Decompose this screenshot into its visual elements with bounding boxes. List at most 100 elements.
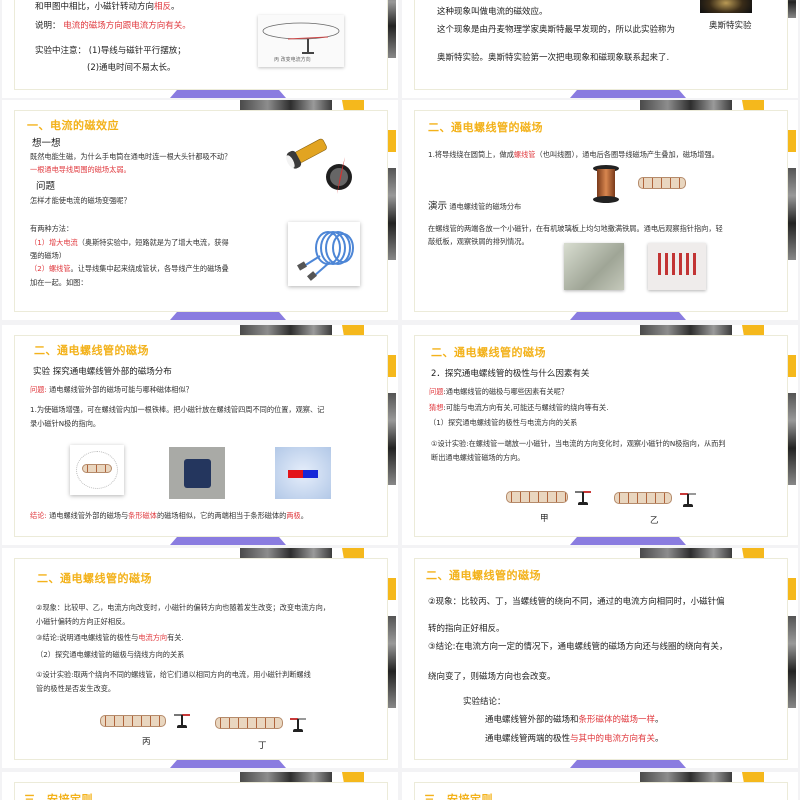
decor-photo-strip — [240, 100, 332, 110]
design-line: 管的极性是否发生改变。 — [36, 684, 116, 693]
method-2-cont: 加在一起。如图： — [30, 278, 88, 287]
oersted-diagram-image: 丙 改变电流方向 — [258, 15, 344, 67]
slide-thumbnail[interactable]: 二、通电螺线管的磁场 1.将导线绕在圆筒上，做成螺线管（也叫线圈），通电后各圈导… — [402, 100, 798, 320]
spool-coil-image — [593, 165, 619, 203]
section-heading: 2．探究通电螺线管的极性与什么因素有关 — [431, 369, 590, 379]
decor-photo-strip — [240, 325, 332, 335]
slide-tab — [170, 312, 286, 320]
slide-thumbnail[interactable]: 三、安培定则 — [2, 772, 398, 800]
slide-frame — [14, 335, 388, 537]
text-line: 在螺线管的两端各放一个小磁针，在有机玻璃板上均匀地撒满铁屑。通电后观察指针指向，… — [428, 224, 723, 233]
decor-yellow-bar — [388, 578, 396, 600]
sub-heading: （1）探究通电螺线管的极性与电流方向的关系 — [429, 418, 578, 427]
decor-photo-strip — [388, 393, 396, 485]
image-caption: 丙 改变电流方向 — [274, 57, 311, 63]
slide-thumbnail[interactable]: 二、通电螺线管的磁场 ②现象：比较甲、乙，电流方向改变时，小磁针的偏转方向也随着… — [2, 548, 398, 768]
slide-tab — [170, 537, 286, 545]
methods-intro: 有两种方法： — [30, 224, 74, 233]
demo-line: 演示 通电螺线管的磁场分布 — [428, 201, 522, 212]
decor-photo-strip — [788, 0, 796, 18]
decor-yellow-tab — [742, 100, 764, 110]
decor-yellow-tab — [742, 548, 764, 558]
decor-photo-strip — [240, 548, 332, 558]
problem-heading: 问题 — [36, 181, 56, 192]
think-heading: 想一想 — [32, 138, 61, 149]
figure-label-b: 乙 — [650, 516, 659, 526]
slide-tab — [570, 537, 686, 545]
text-line: ③结论:在电流方向一定的情况下，通电螺线管的磁场方向还与线圈的绕向有关， — [428, 642, 728, 652]
decor-photo-strip — [640, 100, 732, 110]
think-answer: 一根通电导线周围的磁场太弱。 — [30, 165, 131, 174]
decor-yellow-bar — [788, 355, 796, 377]
solenoid-d — [215, 717, 283, 729]
slide-title: 二、通电螺线管的磁场 — [37, 572, 152, 585]
slide-thumbnail[interactable]: 二、通电螺线管的磁场 2．探究通电螺线管的极性与什么因素有关 问题:通电螺线管的… — [402, 325, 798, 545]
figure-label-a: 甲 — [540, 514, 549, 524]
question-line: 问题:通电螺线管的磁极与哪些因素有关呢？ — [429, 387, 569, 396]
slide-tab — [570, 90, 686, 98]
slide-thumbnail[interactable]: 三、安培定则 — [402, 772, 798, 800]
slide-title: 二、通电螺线管的磁场 — [34, 344, 149, 357]
slide-title: 三、安培定则 — [424, 793, 493, 800]
decor-yellow-tab — [342, 772, 364, 782]
slide-title: 二、通电螺线管的磁场 — [426, 569, 541, 582]
solenoid-a — [506, 491, 568, 503]
design-line: ①设计实验:取两个绕向不同的螺线管，给它们通以相同方向的电流，用小磁针判断螺线 — [36, 670, 311, 679]
design-line: ①设计实验:在螺线管一端放一小磁针，当电流的方向变化时，观察小磁针的N极指向，从… — [431, 439, 726, 448]
slide-tab — [570, 760, 686, 768]
decor-yellow-tab — [342, 548, 364, 558]
slide-thumbnail[interactable]: 一、电流的磁效应 想一想 既然电能生磁，为什么手电筒在通电时连一根大头针都吸不动… — [2, 100, 398, 320]
figure-label-c: 丙 — [142, 737, 151, 747]
coil-photo — [288, 222, 360, 286]
slide-title: 二、通电螺线管的磁场 — [428, 121, 543, 134]
step-line: 1.为使磁场增强，可在螺线管内加一根铁棒。把小磁针放在螺线管四周不同的位置，观察… — [30, 405, 325, 414]
method-1-cont: 强的磁场） — [30, 251, 66, 260]
text-line: 1.将导线绕在圆筒上，做成螺线管（也叫线圈），通电后各圈导线磁场产生叠加，磁场增… — [428, 150, 719, 159]
slide-thumbnail[interactable]: 二、通电螺线管的磁场 实验 探究通电螺线管外部的磁场分布 问题: 通电螺线管外部… — [2, 325, 398, 545]
text-line: 这种现象叫做电流的磁效应。 — [437, 7, 548, 17]
slide-thumbnail[interactable]: 二、通电螺线管的磁场 ②现象：比较丙、丁，当螺线管的绕向不同，通过的电流方向相同… — [402, 548, 798, 768]
text-line: 实验中注意： (1)导线与磁针平行摆放； — [35, 46, 186, 56]
problem-question: 怎样才能使电流的磁场变强呢？ — [30, 196, 131, 205]
slide-frame — [414, 0, 788, 90]
figure-label-d: 丁 — [258, 741, 267, 751]
compass-needle-c — [174, 712, 190, 728]
decor-yellow-tab — [742, 325, 764, 335]
sub-heading: （2）探究通电螺线管的磁极与绕线方向的关系 — [36, 650, 185, 659]
slide-frame — [14, 782, 388, 800]
guess-line: 猜想:可能与电流方向有关,可能还与螺线管的绕向等有关. — [429, 403, 609, 412]
compass-needle-a — [575, 489, 591, 505]
coil-icon — [297, 231, 354, 281]
solenoid-b — [614, 492, 672, 504]
solenoid-c — [100, 715, 166, 727]
compass-ring-image — [70, 445, 124, 495]
experiment-heading: 实验 探究通电螺线管外部的磁场分布 — [33, 367, 172, 377]
text-line: 奥斯特实验。奥斯特实验第一次把电现象和磁现象联系起来了. — [437, 53, 670, 63]
slide-frame — [414, 335, 788, 537]
conclusion-line: ③结论:说明通电螺线管的极性与电流方向有关. — [36, 633, 184, 642]
compass-needle-d — [290, 716, 306, 732]
decor-photo-strip — [640, 548, 732, 558]
summary-line-1: 通电螺线管外部的磁场和条形磁体的磁场一样。 — [485, 715, 664, 725]
method-1: （1）增大电流（奥斯特实验中，短路就是为了增大电流，获得 — [30, 238, 229, 247]
slide-thumbnail[interactable]: 和甲图中相比，小磁针转动方向相反。 说明： 电流的磁场方向跟电流方向有关。 实验… — [2, 0, 398, 98]
slide-title: 一、电流的磁效应 — [27, 119, 119, 132]
text-line: 敲纸板，观察铁屑的排列情况。 — [428, 237, 529, 246]
decor-photo-strip — [788, 393, 796, 485]
text-line: 说明： 电流的磁场方向跟电流方向有关。 — [35, 21, 191, 31]
slide-frame — [414, 558, 788, 760]
text-line: 和甲图中相比，小磁针转动方向相反。 — [35, 2, 180, 12]
slide-thumbnail[interactable]: 这种现象叫做电流的磁效应。 这个现象是由丹麦物理学家奥斯特最早发现的，所以此实验… — [402, 0, 798, 98]
decor-photo-strip — [788, 168, 796, 260]
question-line: 问题: 通电螺线管外部的磁场可能与哪种磁体相似？ — [30, 385, 193, 394]
slide-frame — [414, 782, 788, 800]
experiment-conclusion-heading: 实验结论： — [463, 697, 506, 707]
decor-photo-strip — [388, 168, 396, 260]
text-line: ②现象：比较甲、乙，电流方向改变时，小磁针的偏转方向也随着发生改变；改变电流方向… — [36, 603, 330, 612]
conclusion-line: 结论: 通电螺线管外部的磁场与条形磁体的磁场相似，它的两端相当于条形磁体的两极。 — [30, 511, 308, 520]
slide-tab — [570, 312, 686, 320]
slide-title: 三、安培定则 — [24, 793, 93, 800]
oersted-photo — [700, 0, 752, 13]
think-question: 既然电能生磁，为什么手电筒在通电时连一根大头针都吸不动？ — [30, 152, 232, 161]
method-2: （2）螺线管。让导线集中起来绕成管状，各导线产生的磁场叠 — [30, 264, 229, 273]
